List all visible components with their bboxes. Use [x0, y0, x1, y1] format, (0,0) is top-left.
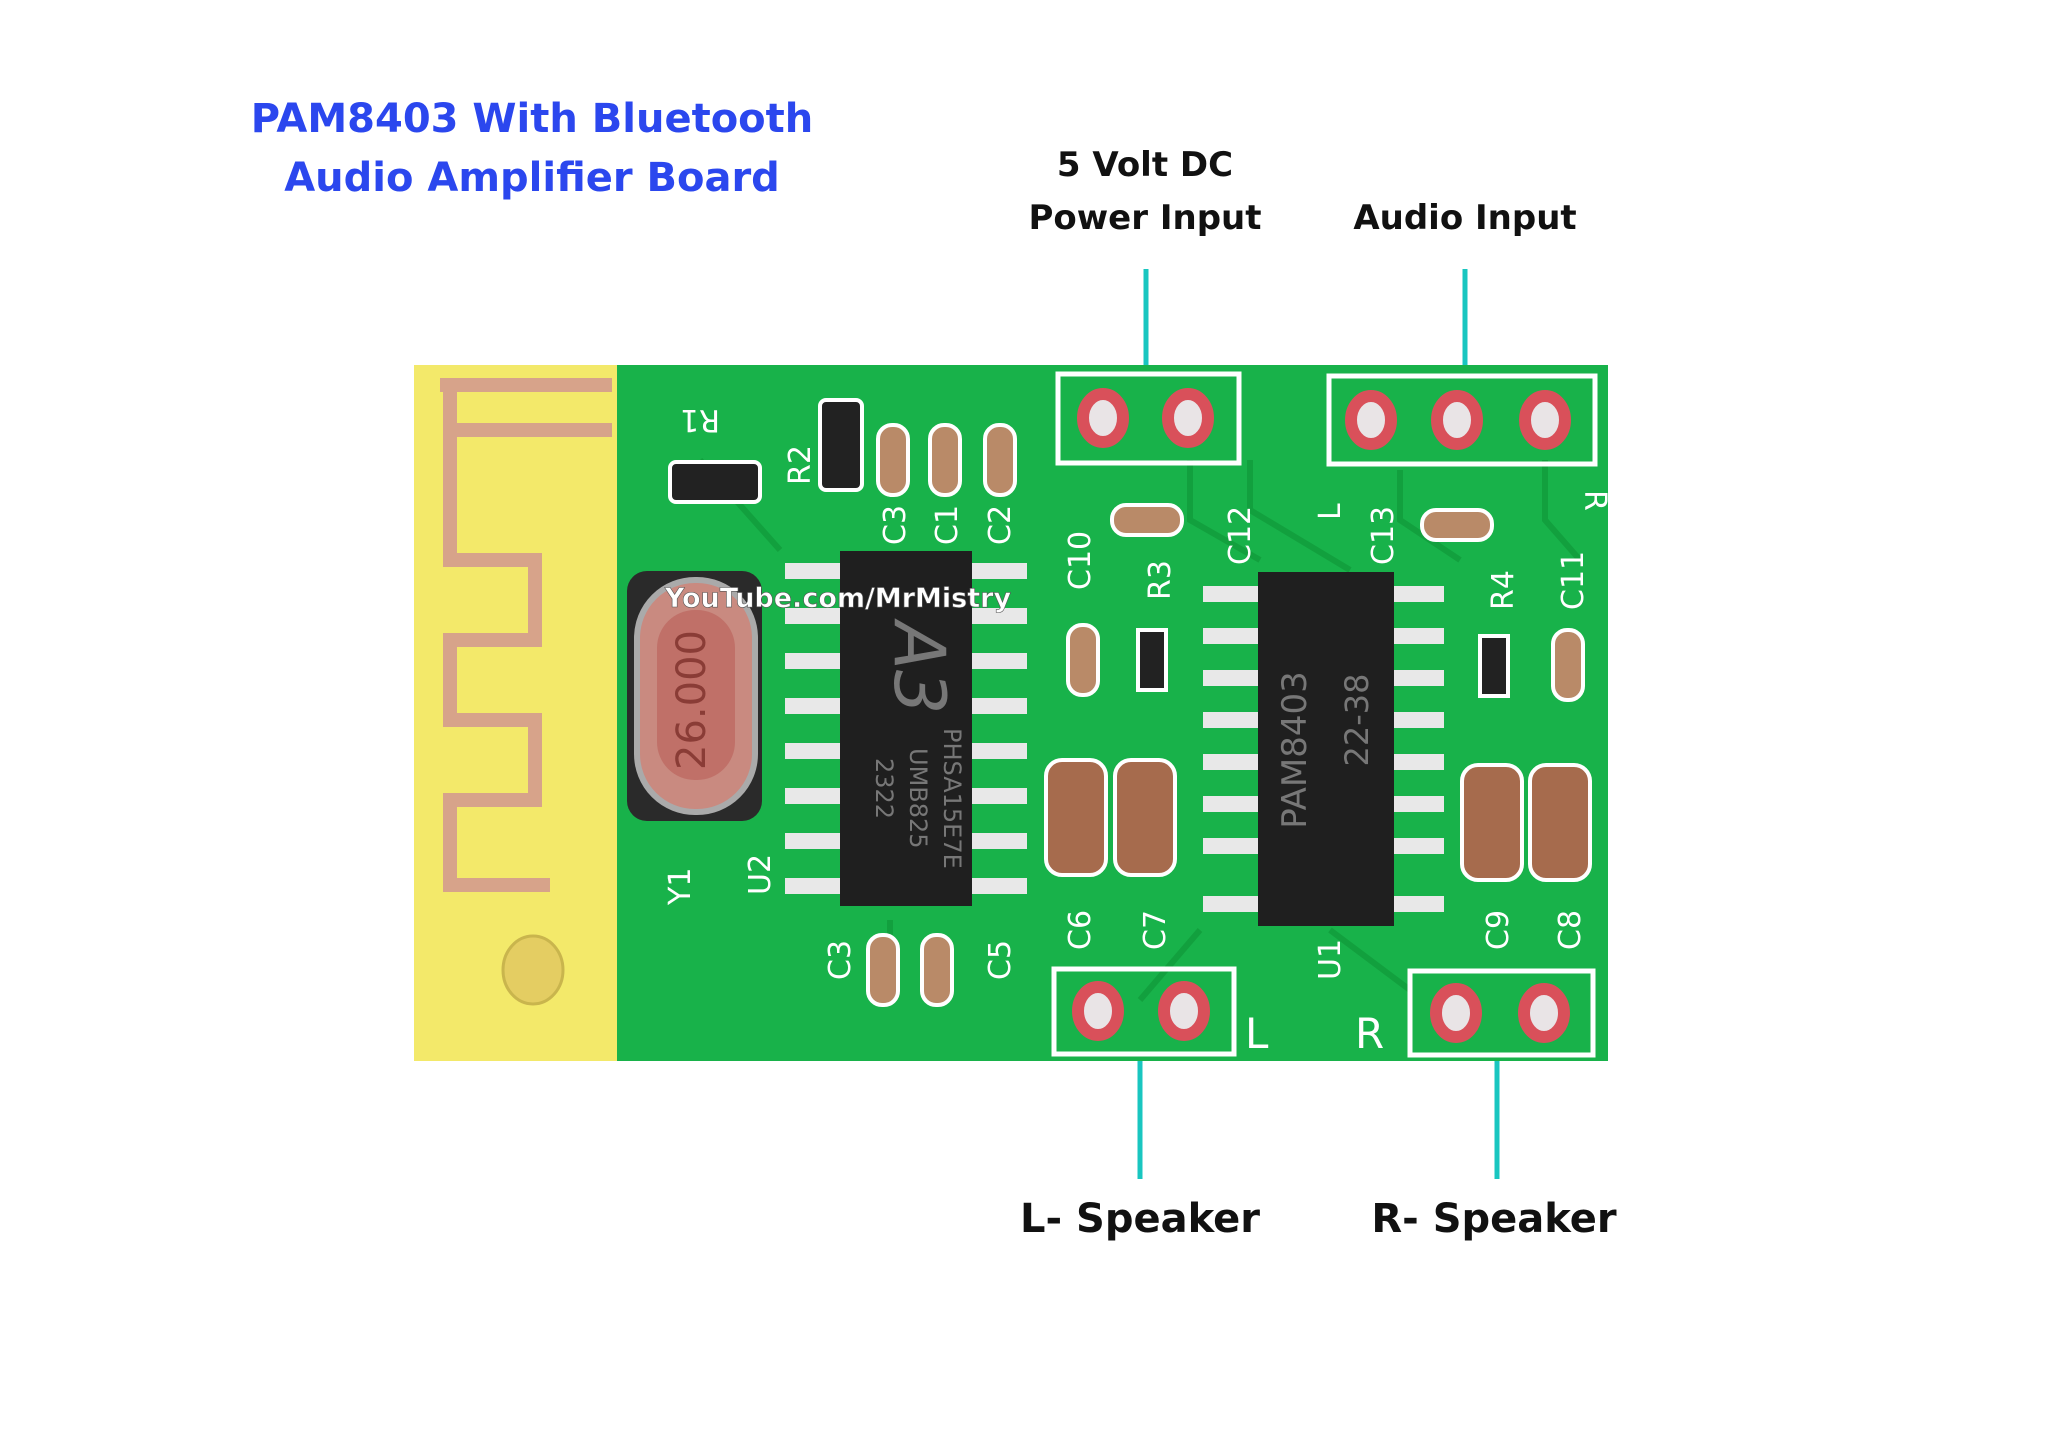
audio-header-outline: [1326, 373, 1598, 467]
u2-marking-1: PHSA15E7E: [938, 728, 966, 869]
silkscreen-labels: R1 R2 C3 C1 C2 C10 R3 C12 C13 L R R4 C11…: [663, 402, 1612, 1058]
crystal-y1: 26.000: [627, 571, 762, 821]
audio-pad: [1431, 390, 1483, 450]
antenna-trace: [440, 378, 612, 892]
u1-marking-2: 22-38: [1338, 674, 1376, 767]
u1-marking-1: PAM8403: [1275, 671, 1315, 828]
right-speaker-pad: [1430, 983, 1482, 1043]
silk-r1: R1: [680, 402, 720, 437]
watermark: YouTube.com/MrMistry: [664, 583, 1012, 614]
leader-lines: [1137, 269, 1500, 1179]
silk-y1: Y1: [663, 868, 698, 906]
crystal-marking: 26.000: [669, 630, 715, 770]
silk-c11: C11: [1556, 551, 1591, 610]
chip-u1-pam8403: PAM8403 22-38: [1203, 572, 1444, 926]
audio-pad: [1345, 390, 1397, 450]
silk-r3: R3: [1143, 560, 1178, 600]
silk-c8: C8: [1553, 910, 1588, 950]
power-pad: [1077, 388, 1129, 448]
u2-marking-2: UMB825: [904, 748, 932, 849]
silk-r4: R4: [1486, 570, 1521, 610]
silk-c9: C9: [1481, 910, 1516, 950]
silk-c12: C12: [1223, 506, 1258, 565]
silk-c3-lower: C3: [823, 940, 858, 980]
silk-c3: C3: [878, 505, 913, 545]
silk-c5: C5: [983, 940, 1018, 980]
right-speaker-pad: [1518, 983, 1570, 1043]
traces: [697, 458, 1583, 1002]
pcb: 26.000 A3 PHSA15E7E UMB825 2322 PAM8403 …: [414, 365, 1612, 1061]
right-speaker-label: R- Speaker: [1371, 1196, 1617, 1242]
silk-c2: C2: [983, 505, 1018, 545]
power-header-outline: [1055, 371, 1242, 466]
power-label-2: Power Input: [1028, 198, 1261, 238]
silk-r2: R2: [783, 445, 818, 485]
left-speaker-label: L- Speaker: [1020, 1196, 1260, 1242]
audio-pad: [1519, 390, 1571, 450]
u2-marking-3: 2322: [870, 758, 898, 819]
left-speaker-pad: [1072, 981, 1124, 1041]
silk-u2: U2: [743, 854, 778, 895]
silk-c10: C10: [1063, 531, 1098, 590]
audio-input-label: Audio Input: [1353, 198, 1576, 238]
silk-c6: C6: [1063, 910, 1098, 950]
silk-u1: U1: [1313, 939, 1348, 980]
silk-c1: C1: [930, 505, 965, 545]
silk-l: L: [1245, 1009, 1269, 1058]
silk-c7: C7: [1138, 910, 1173, 950]
silk-l-in: L: [1313, 503, 1348, 520]
power-label-1: 5 Volt DC: [1057, 145, 1233, 185]
passive-components: [668, 398, 1592, 1007]
left-speaker-pad: [1158, 981, 1210, 1041]
mounting-hole: [501, 934, 565, 1006]
title-line2: Audio Amplifier Board: [284, 155, 780, 201]
silk-c13: C13: [1366, 506, 1401, 565]
right-speaker-header-outline: [1407, 968, 1596, 1058]
title-line1: PAM8403 With Bluetooth: [251, 96, 814, 142]
chip-u2: A3 PHSA15E7E UMB825 2322: [785, 551, 1027, 906]
silk-r-in: R: [1577, 490, 1612, 511]
silk-r: R: [1355, 1009, 1384, 1058]
power-pad: [1162, 388, 1214, 448]
left-speaker-header-outline: [1051, 966, 1237, 1057]
u2-logo: A3: [878, 618, 960, 714]
